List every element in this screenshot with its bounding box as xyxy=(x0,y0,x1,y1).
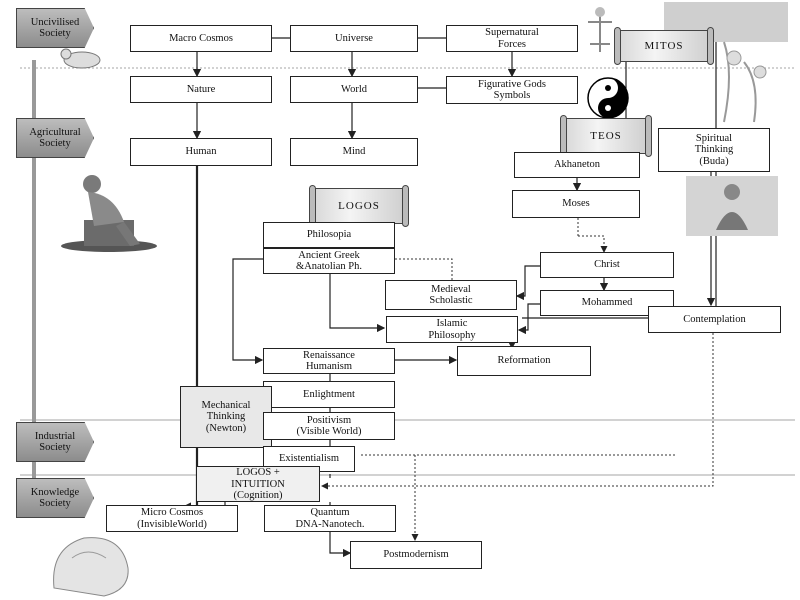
node-positivism: Positivism (Visible World) xyxy=(263,412,395,440)
node-christ: Christ xyxy=(540,252,674,278)
yin-yang-icon xyxy=(587,77,629,119)
human-head-drawing xyxy=(53,537,129,597)
era-knowledge-society: Knowledge Society xyxy=(16,478,94,518)
thinker-statue xyxy=(61,175,157,252)
node-postmodernism: Postmodernism xyxy=(350,541,482,569)
era-uncivilised-society: Uncivilised Society xyxy=(16,8,94,48)
node-human: Human xyxy=(130,138,272,166)
node-supernatural-forces: Supernatural Forces xyxy=(446,25,578,52)
node-logos-intuition: LOGOS + INTUITION (Cognition) xyxy=(196,466,320,502)
scroll-logos: LOGOS xyxy=(309,185,409,227)
scroll-teos: TEOS xyxy=(560,115,652,157)
node-philosopia: Philosopia xyxy=(263,222,395,248)
node-medieval-scholastic: Medieval Scholastic xyxy=(385,280,517,310)
era-industrial-society: Industrial Society xyxy=(16,422,94,462)
node-world: World xyxy=(290,76,418,103)
node-micro-cosmos: Micro Cosmos (InvisibleWorld) xyxy=(106,505,238,532)
node-ancient-greek: Ancient Greek &Anatolian Ph. xyxy=(263,248,395,274)
buddha-figure xyxy=(686,176,778,236)
node-spiritual-thinking: Spiritual Thinking (Buda) xyxy=(658,128,770,172)
node-akhaneton: Akhaneton xyxy=(514,152,640,178)
node-macro-cosmos: Macro Cosmos xyxy=(130,25,272,52)
node-mind: Mind xyxy=(290,138,418,166)
era-agricultural-society: Agricultural Society xyxy=(16,118,94,158)
animal-sketch xyxy=(60,48,101,69)
node-contemplation: Contemplation xyxy=(648,306,781,333)
node-mechanical-thinking: Mechanical Thinking (Newton) xyxy=(180,386,272,448)
node-renaissance: Renaissance Humanism xyxy=(263,348,395,374)
node-moses: Moses xyxy=(512,190,640,218)
mythic-figure xyxy=(588,7,612,52)
node-figurative-gods: Figurative Gods Symbols xyxy=(446,76,578,104)
node-nature: Nature xyxy=(130,76,272,103)
node-quantum: Quantum DNA-Nanotech. xyxy=(264,505,396,532)
node-universe: Universe xyxy=(290,25,418,52)
scroll-mitos: MITOS xyxy=(614,27,714,65)
greek-gods-drawing xyxy=(664,2,788,123)
node-reformation: Reformation xyxy=(457,346,591,376)
node-enlightment: Enlightment xyxy=(263,381,395,408)
node-islamic-philosophy: Islamic Philosophy xyxy=(386,316,518,343)
